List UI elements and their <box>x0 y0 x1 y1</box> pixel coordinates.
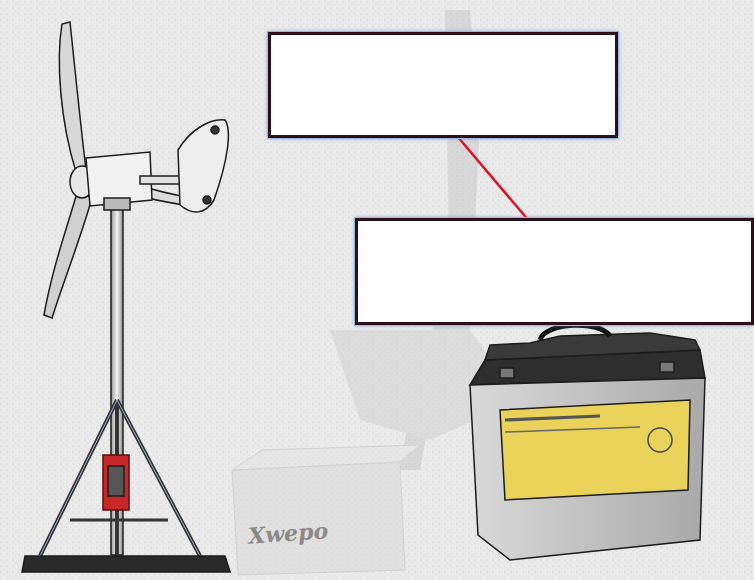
watermark-label: Xwepo <box>247 517 329 549</box>
wind-turbine <box>22 22 230 572</box>
battery <box>470 325 705 560</box>
text-box <box>355 218 754 325</box>
connector-line <box>459 138 527 218</box>
text-box <box>268 32 618 138</box>
